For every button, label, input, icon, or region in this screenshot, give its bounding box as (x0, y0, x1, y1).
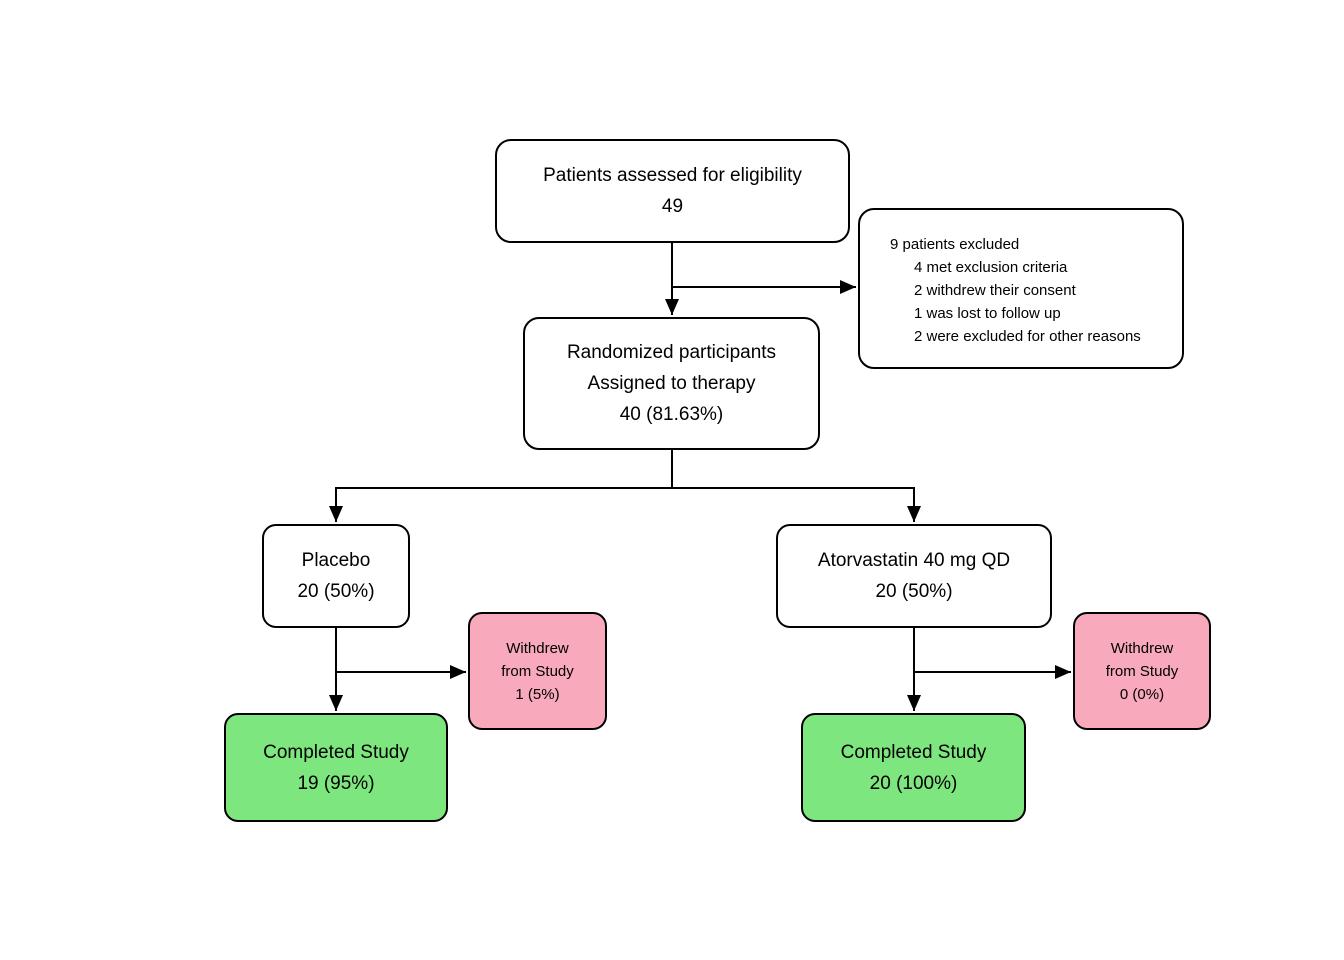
box-placebo: Placebo 20 (50%) (262, 524, 410, 628)
withdrew-placebo-count: 1 (5%) (515, 685, 560, 703)
randomized-count: 40 (81.63%) (619, 404, 724, 425)
excluded-reason: 2 were excluded for other reasons (914, 328, 1141, 345)
excluded-reason: 1 was lost to follow up (914, 305, 1061, 322)
box-completed-atorvastatin: Completed Study 20 (100%) (801, 713, 1026, 822)
withdrew-atorvastatin-line1: Withdrew (1110, 639, 1174, 657)
placebo-count: 20 (50%) (297, 581, 375, 602)
eligibility-label: Patients assessed for eligibility (543, 165, 802, 186)
withdrew-placebo-line2: from Study (501, 662, 574, 680)
atorvastatin-count: 20 (50%) (875, 581, 953, 602)
withdrew-atorvastatin-line2: from Study (1105, 662, 1179, 680)
randomized-line2: Assigned to therapy (587, 373, 756, 394)
excluded-reason: 2 withdrew their consent (914, 282, 1076, 299)
withdrew-placebo-line1: Withdrew (506, 639, 569, 657)
box-atorvastatin: Atorvastatin 40 mg QD 20 (50%) (776, 524, 1052, 628)
completed-placebo-count: 19 (95%) (297, 772, 375, 794)
eligibility-count: 49 (661, 196, 684, 217)
box-withdrew-atorvastatin: Withdrew from Study 0 (0%) (1073, 612, 1211, 730)
completed-atorvastatin-label: Completed Study (840, 741, 987, 763)
box-eligibility: Patients assessed for eligibility 49 (495, 139, 850, 243)
randomized-line1: Randomized participants (566, 342, 777, 363)
completed-placebo-label: Completed Study (263, 741, 409, 763)
box-withdrew-placebo: Withdrew from Study 1 (5%) (468, 612, 607, 730)
placebo-label: Placebo (301, 550, 371, 571)
box-excluded: 9 patients excluded 4 met exclusion crit… (858, 208, 1184, 369)
box-completed-placebo: Completed Study 19 (95%) (224, 713, 448, 822)
excluded-reason: 4 met exclusion criteria (914, 259, 1068, 276)
box-randomized: Randomized participants Assigned to ther… (523, 317, 820, 450)
completed-atorvastatin-count: 20 (100%) (869, 772, 958, 794)
excluded-title: 9 patients excluded (890, 236, 1020, 253)
withdrew-atorvastatin-count: 0 (0%) (1119, 685, 1165, 703)
atorvastatin-label: Atorvastatin 40 mg QD (817, 550, 1011, 571)
